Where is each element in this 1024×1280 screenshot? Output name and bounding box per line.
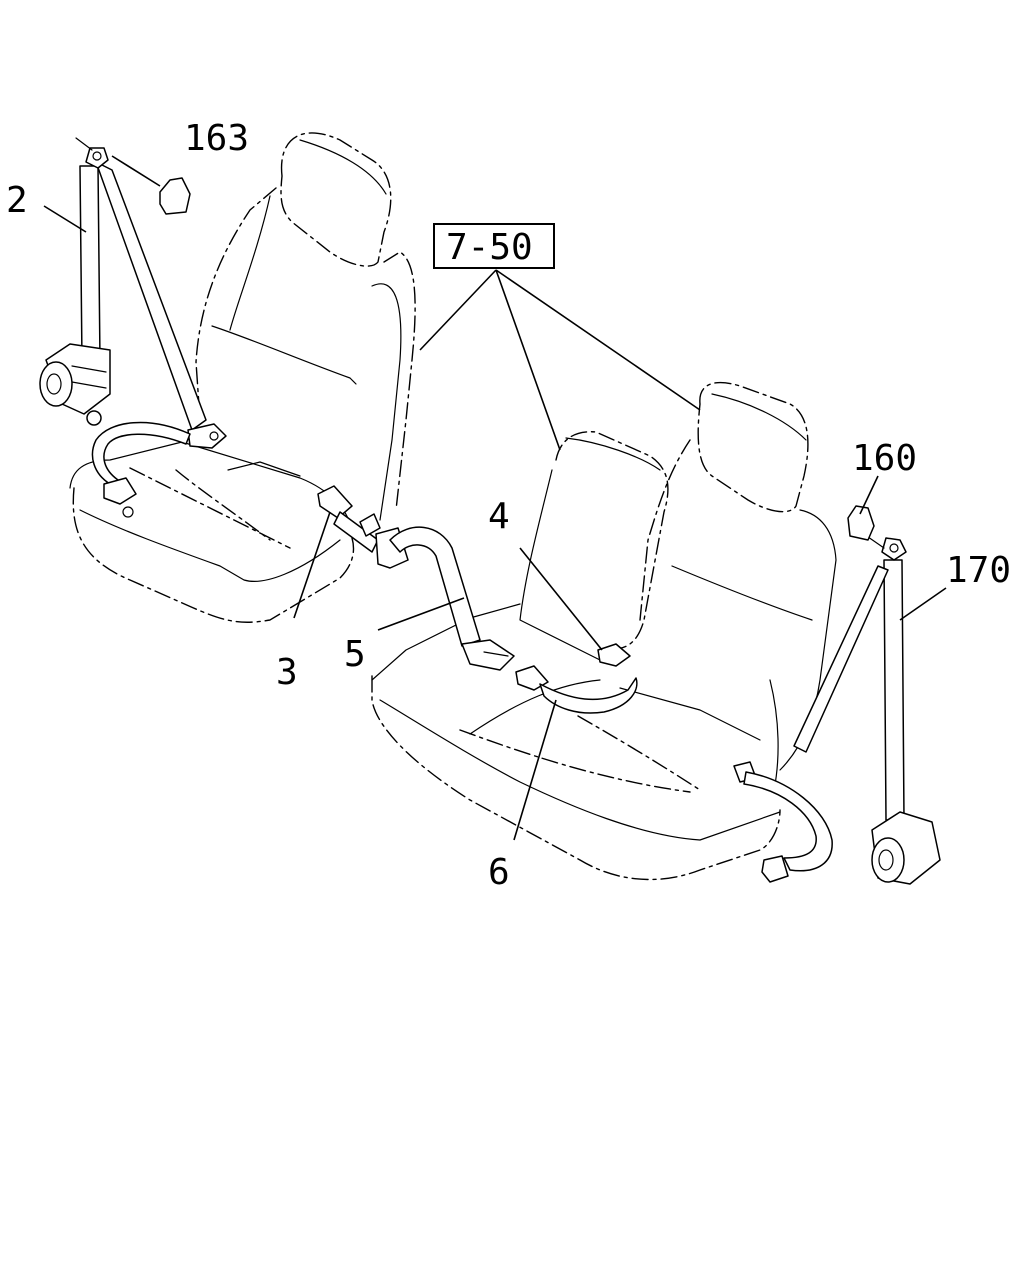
part-6-lap-belt	[515, 665, 638, 714]
callout-7-50-box: 7-50	[433, 223, 555, 269]
part-2-front-retractor-belt	[39, 137, 227, 518]
callout-3: 3	[276, 652, 298, 693]
callout-4: 4	[488, 496, 510, 537]
callout-170: 170	[946, 550, 1011, 591]
callout-5: 5	[344, 634, 366, 675]
callout-leaders	[43, 155, 947, 841]
callout-7-50: 7-50	[446, 227, 533, 268]
part-4-latch	[597, 643, 631, 667]
part-5-belt-buckle	[375, 526, 515, 671]
callout-160: 160	[852, 438, 917, 479]
callout-6: 6	[488, 852, 510, 893]
rear-seat	[371, 381, 837, 881]
part-163-cover	[159, 177, 191, 215]
callout-2: 2	[6, 180, 28, 221]
part-170-rear-retractor-belt	[733, 529, 941, 885]
callout-163: 163	[184, 118, 249, 159]
part-160-cover	[847, 505, 875, 541]
part-3-buckle	[317, 485, 381, 553]
